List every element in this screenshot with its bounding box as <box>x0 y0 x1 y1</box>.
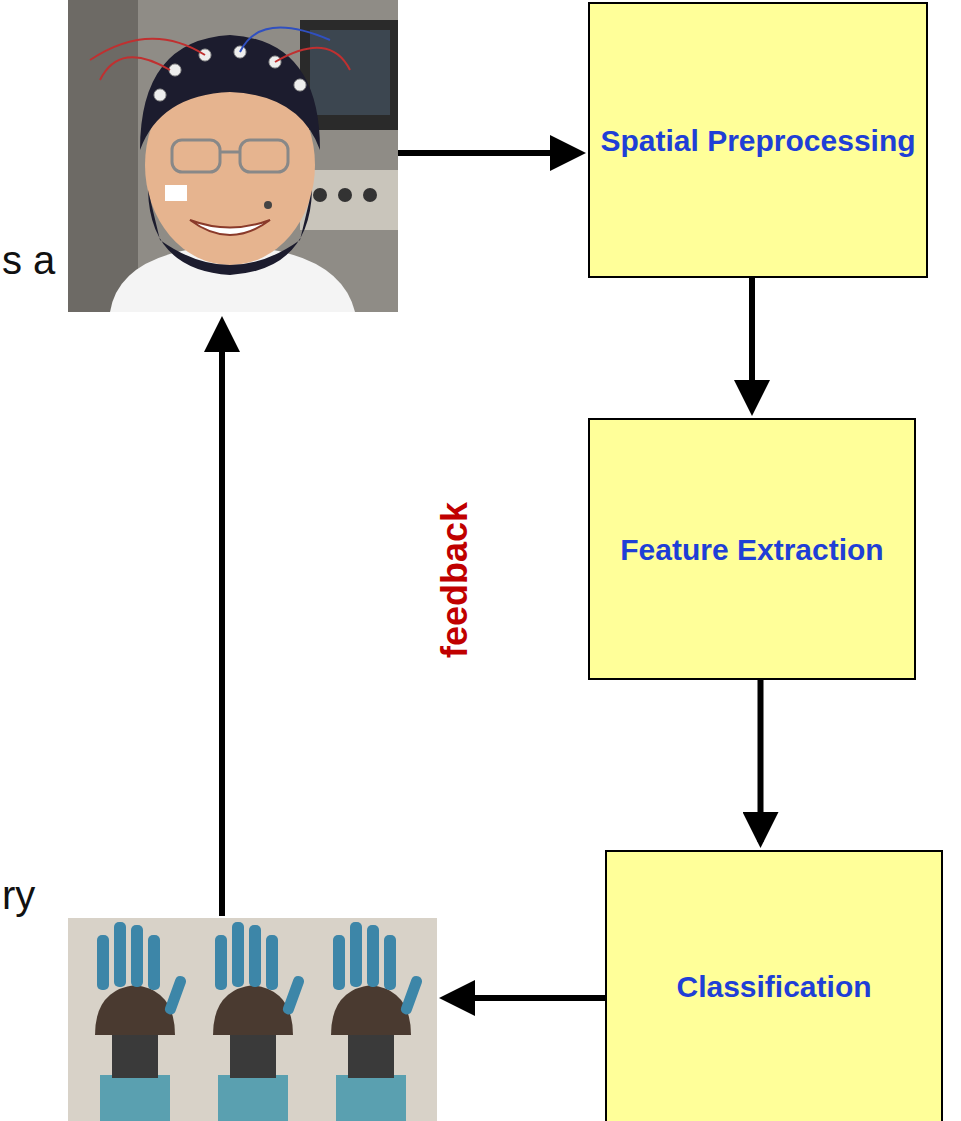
eeg-subject-photo <box>68 0 398 312</box>
input-arrow <box>398 150 580 156</box>
box-label: Spatial Preprocessing <box>592 113 923 168</box>
feedback-label: feedback <box>434 502 476 658</box>
robot-hand-photo <box>68 918 437 1121</box>
flow-arrow <box>758 680 764 842</box>
process-box: Classification <box>605 850 943 1121</box>
process-box: Spatial Preprocessing <box>588 2 928 278</box>
process-box: Feature Extraction <box>588 418 916 680</box>
output-arrow <box>445 995 605 1001</box>
cut-off-text: s a <box>2 238 55 283</box>
box-label: Classification <box>668 959 879 1014</box>
feedback-arrow <box>219 322 225 916</box>
flow-arrow <box>749 278 755 410</box>
cut-off-text: ry <box>2 873 35 918</box>
box-label: Feature Extraction <box>612 522 891 577</box>
